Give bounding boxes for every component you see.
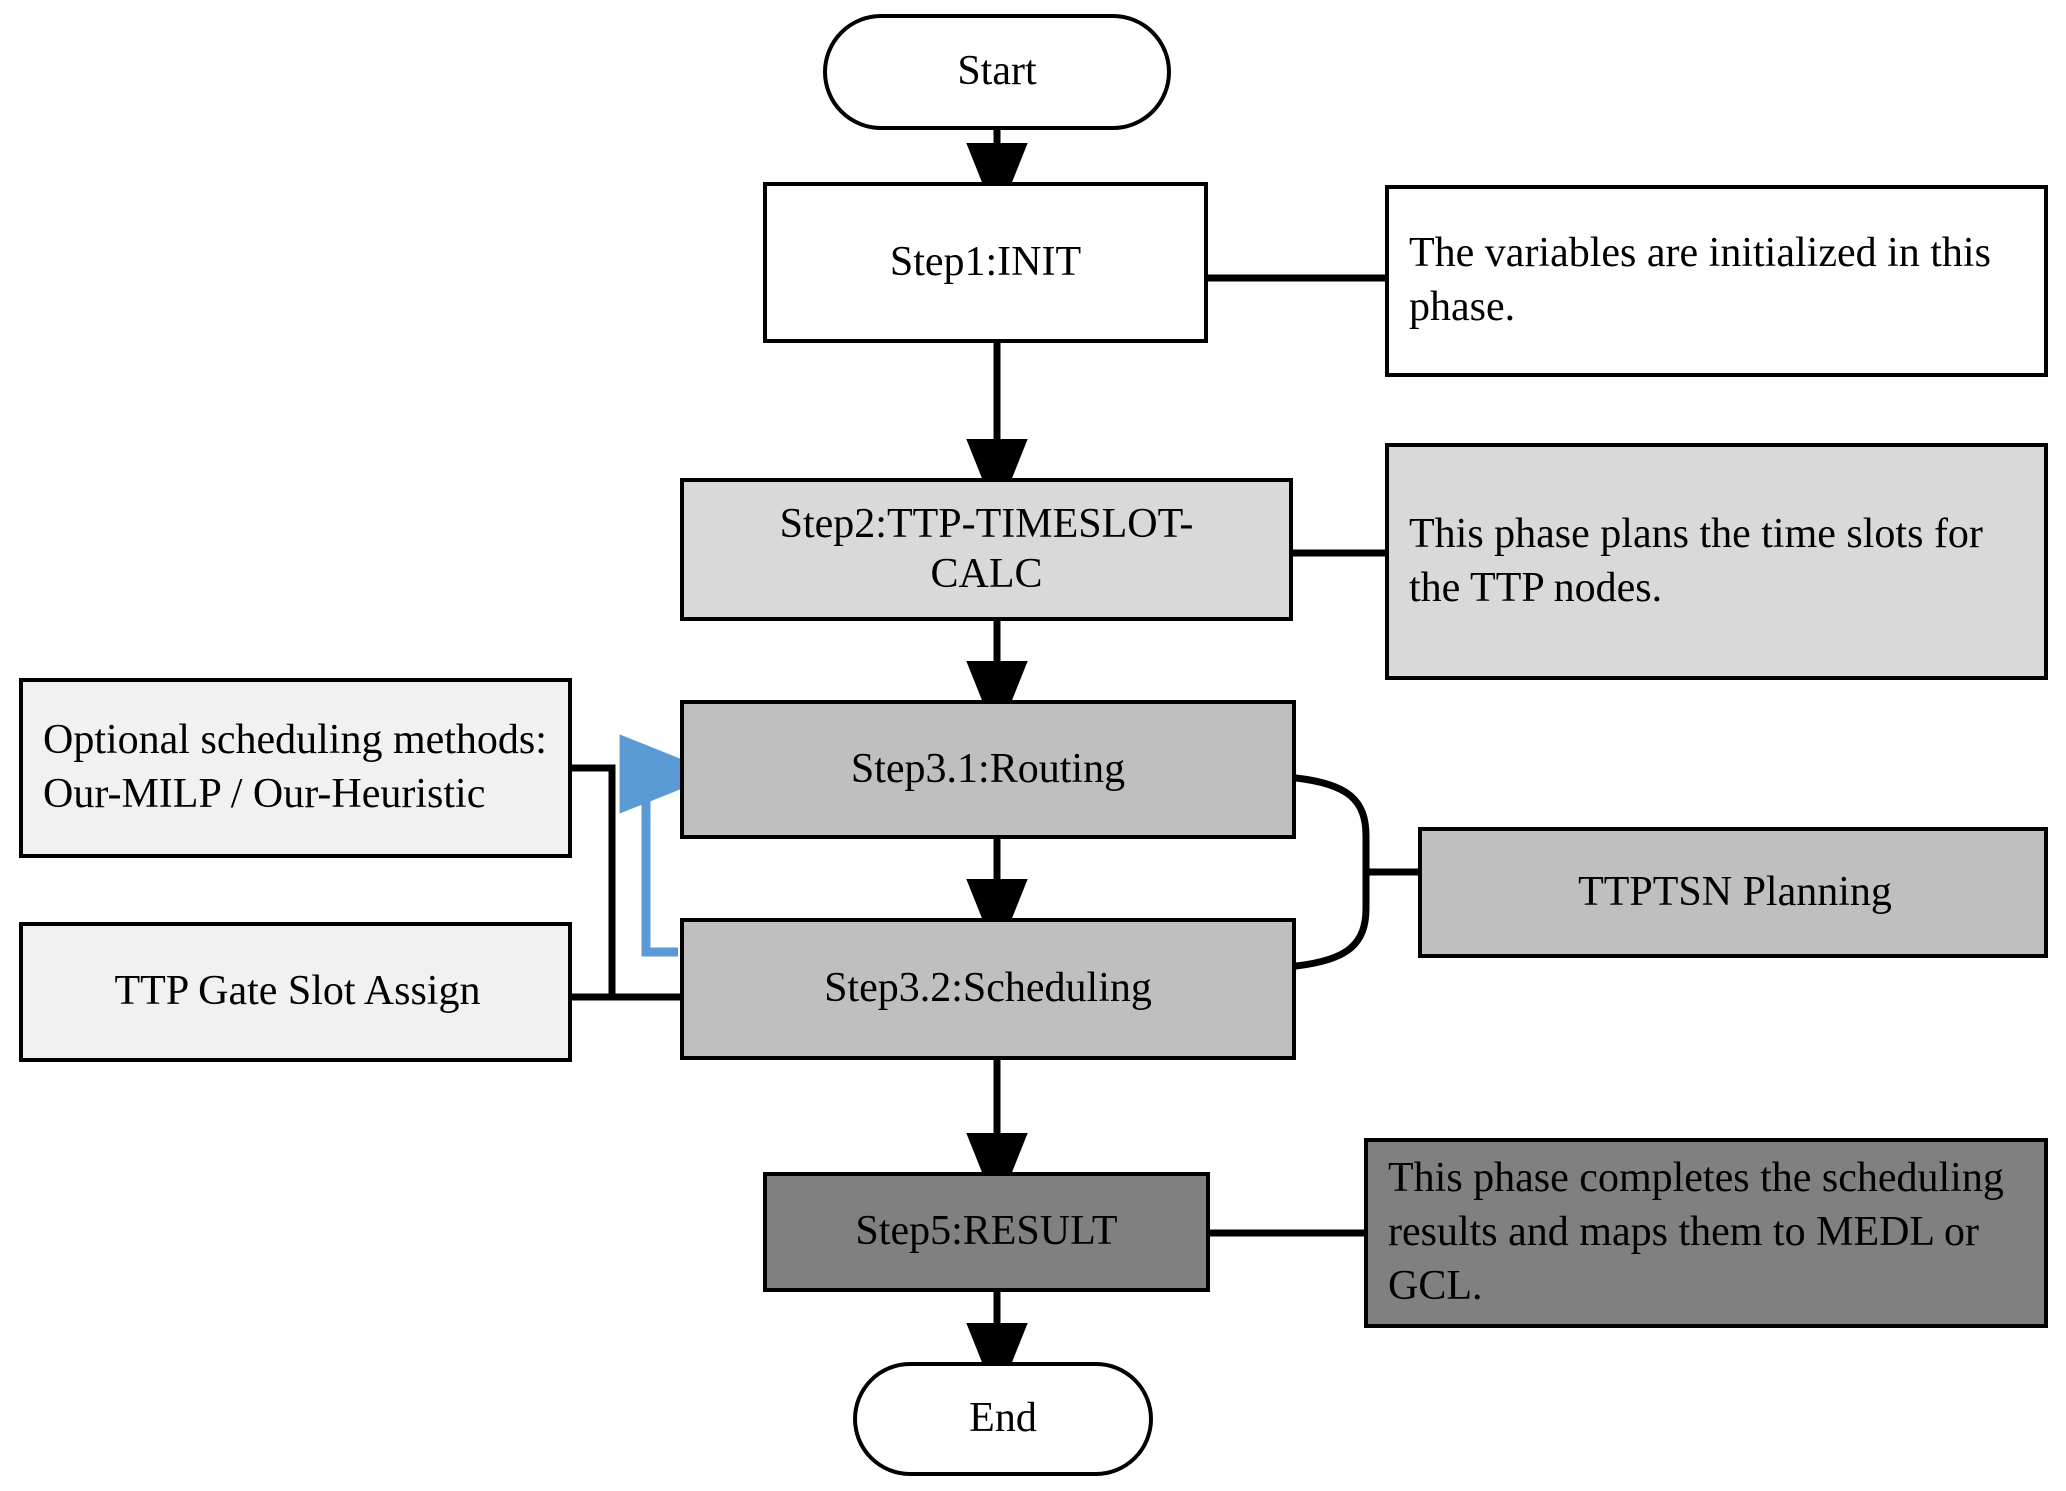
node-start-label: Start [957,48,1037,95]
node-step2-label: Step2:TTP-TIMESLOT- CALC [779,500,1194,597]
node-step5-label: Step5:RESULT [855,1208,1118,1255]
node-end-label: End [969,1395,1037,1442]
note-init-label: The variables are initialized in this ph… [1409,230,1991,330]
node-end[interactable]: End [853,1362,1153,1476]
brace-planning [1292,774,1420,970]
node-step2-ttp-timeslot-calc[interactable]: Step2:TTP-TIMESLOT- CALC [680,478,1293,621]
node-step31-routing[interactable]: Step3.1:Routing [680,700,1296,839]
note-optional-scheduling-methods-label: Optional scheduling methods: Our-MILP / … [43,717,547,817]
note-ttptsn-planning[interactable]: TTPTSN Planning [1418,827,2048,958]
feedback-arrow-scheduling-to-routing [619,734,719,957]
node-step32-scheduling[interactable]: Step3.2:Scheduling [680,918,1296,1060]
node-step5-result[interactable]: Step5:RESULT [763,1172,1210,1292]
note-ttp-gate-slot-assign[interactable]: TTP Gate Slot Assign [19,922,572,1062]
node-step31-label: Step3.1:Routing [850,745,1126,792]
node-step1-label: Step1:INIT [889,238,1082,285]
note-result-label: This phase completes the scheduling resu… [1388,1155,2004,1309]
note-timeslot-label: This phase plans the time slots for the … [1409,510,1983,611]
connector-optional-methods-to-routing [572,764,680,1001]
note-optional-scheduling-methods[interactable]: Optional scheduling methods: Our-MILP / … [19,678,572,858]
note-timeslot[interactable]: This phase plans the time slots for the … [1385,443,2048,680]
note-ttp-gate-slot-assign-label: TTP Gate Slot Assign [114,968,481,1015]
node-step32-label: Step3.2:Scheduling [824,965,1152,1012]
node-step1-init[interactable]: Step1:INIT [763,182,1208,343]
note-result[interactable]: This phase completes the scheduling resu… [1364,1138,2048,1328]
note-init[interactable]: The variables are initialized in this ph… [1385,185,2048,377]
note-ttptsn-planning-label: TTPTSN Planning [1578,868,1892,915]
node-start[interactable]: Start [823,14,1171,130]
